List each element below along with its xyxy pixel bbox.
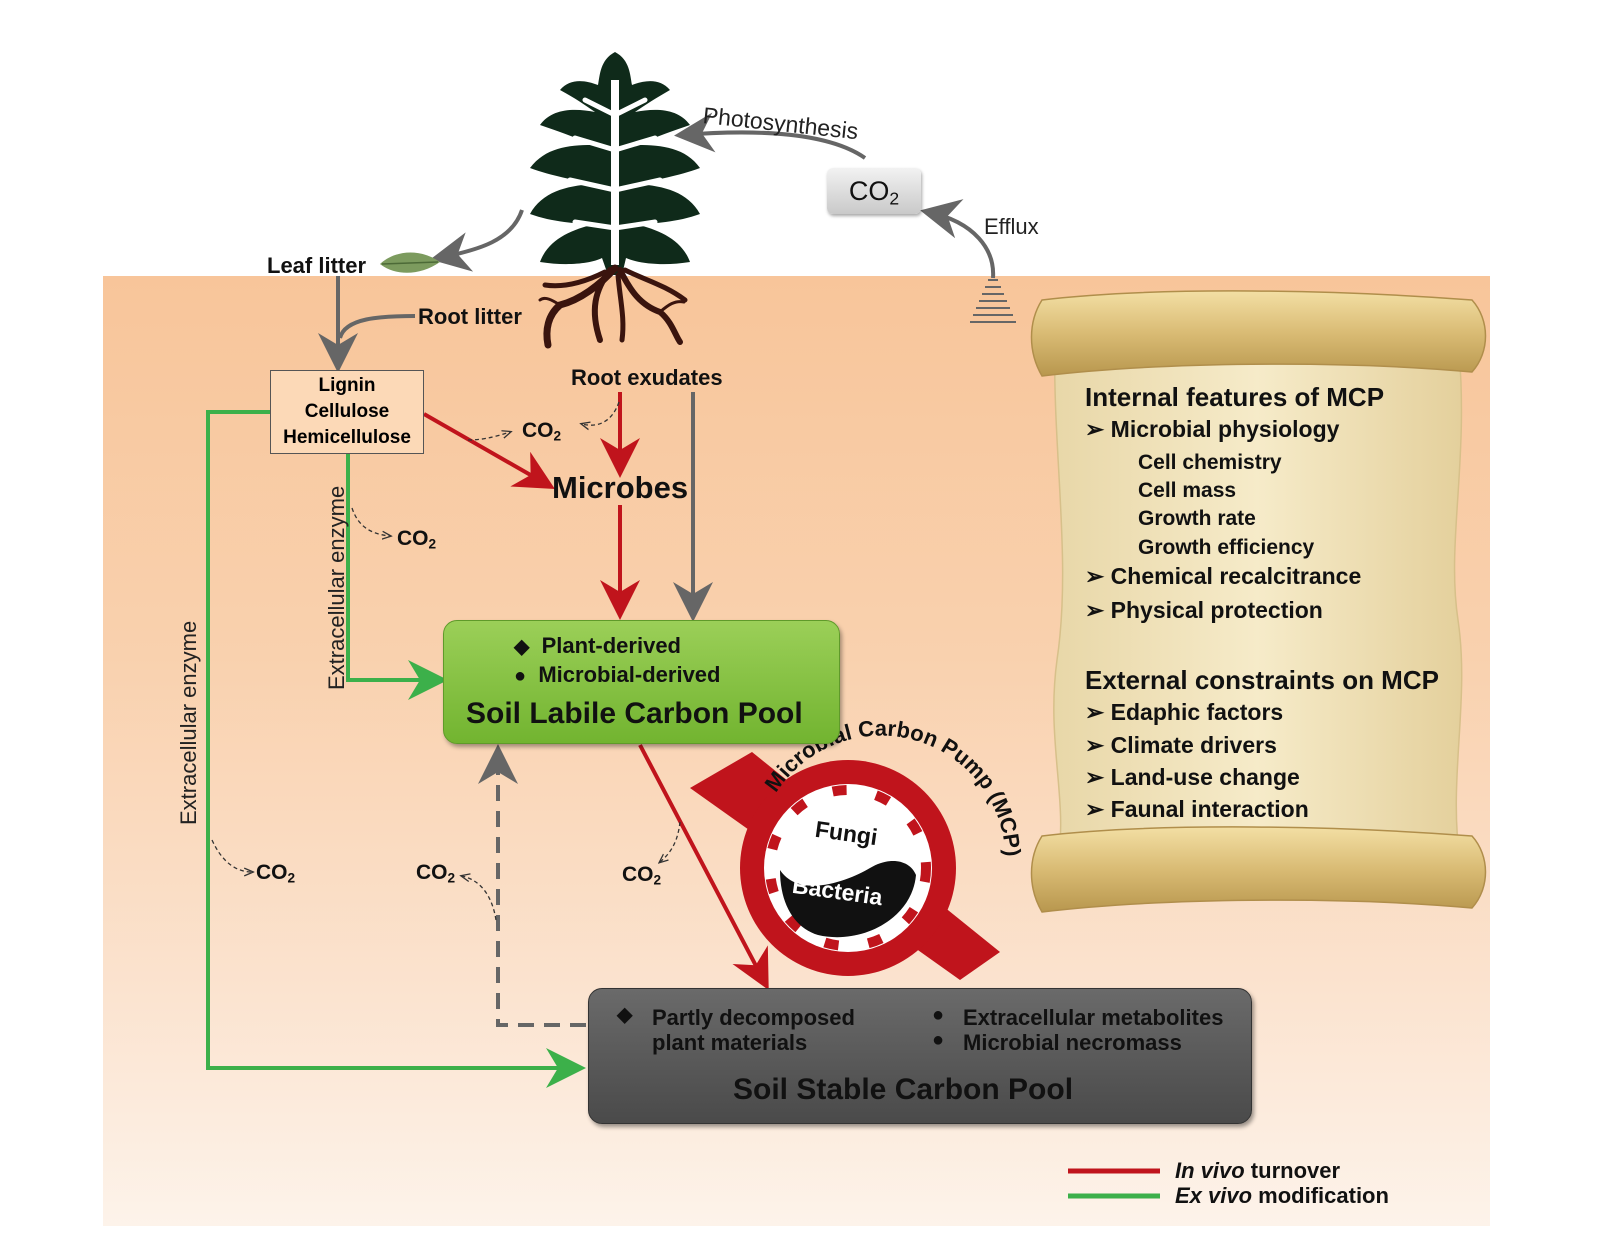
cell-chemistry-label: Cell chemistry (1138, 451, 1282, 474)
root-litter-label: Root litter (418, 304, 522, 329)
plant-derived-label: Plant-derived (541, 633, 681, 658)
cellulose-label: Cellulose (304, 401, 390, 422)
circle-icon: ● (514, 665, 527, 687)
co2-box-label: CO2 (848, 175, 900, 208)
root-exudates-label: Root exudates (571, 365, 723, 390)
lignin-label: Lignin (318, 375, 376, 396)
external-constraints-heading: External constraints on MCP (1085, 665, 1439, 695)
circle-icon: ● (932, 1004, 945, 1026)
arrow-bullet-icon: ➢ (1085, 732, 1105, 758)
climate-drivers-label: Climate drivers (1110, 732, 1277, 758)
co2-text: CO2 (397, 527, 437, 552)
microbial-necromass-label: Microbial necromass (963, 1030, 1182, 1055)
co2-label: CO2 (522, 419, 562, 444)
co2-text: CO2 (622, 863, 662, 888)
scroll-panel (1030, 290, 1487, 913)
soil-stable-carbon-pool: ◆ Partly decomposed plant materials ● Ex… (588, 988, 1252, 1124)
soil-labile-carbon-pool: ◆ Plant-derived ● Microbial-derived Soil… (443, 620, 840, 744)
diamond-icon: ◆ (514, 636, 530, 658)
cell-mass-label: Cell mass (1138, 479, 1237, 502)
co2-text: CO2 (522, 419, 562, 444)
scroll-item: ➢ Faunal interaction (1085, 798, 1309, 821)
edaphic-factors-label: Edaphic factors (1110, 699, 1284, 725)
tree-icon (530, 52, 700, 275)
in-vivo-rest: turnover (1244, 1158, 1341, 1183)
scroll-item: ➢ Physical protection (1085, 599, 1323, 622)
co2-label: CO2 (622, 863, 662, 888)
scroll-item: ➢ Edaphic factors (1085, 701, 1283, 724)
circle-icon: ● (932, 1029, 945, 1051)
co2-label: CO2 (256, 861, 296, 886)
efflux-source-icon (970, 279, 1016, 323)
land-use-change-label: Land-use change (1110, 764, 1300, 790)
hemicellulose-label: Hemicellulose (283, 427, 411, 448)
microbial-derived-label: Microbial-derived (538, 662, 721, 687)
arrow-bullet-icon: ➢ (1085, 597, 1105, 623)
arrow-bullet-icon: ➢ (1085, 563, 1105, 589)
leaf-litter-label: Leaf litter (267, 253, 367, 278)
co2-text: CO2 (416, 861, 456, 886)
atmospheric-co2-box: CO2 (827, 168, 921, 214)
arrow-bullet-icon: ➢ (1085, 764, 1105, 790)
microbial-physiology-label: Microbial physiology (1110, 416, 1340, 442)
plant-derived-item: ◆ Plant-derived (514, 633, 681, 658)
in-vivo-italic: In vivo (1175, 1158, 1245, 1183)
co2-text: CO2 (256, 861, 296, 886)
leaf-icon (380, 252, 440, 273)
microbial-derived-item: ● Microbial-derived (514, 662, 721, 687)
scroll-item: ➢ Chemical recalcitrance (1085, 565, 1361, 588)
arrow-bullet-icon: ➢ (1085, 699, 1105, 725)
chemical-recalcitrance-label: Chemical recalcitrance (1110, 563, 1362, 589)
scroll-item: ➢ Microbial physiology (1085, 418, 1339, 441)
ex-vivo-rest: modification (1252, 1183, 1389, 1208)
scroll-item: ➢ Land-use change (1085, 766, 1300, 789)
extracellular-metabolites-label: Extracellular metabolites (963, 1005, 1224, 1030)
labile-pool-title: Soil Labile Carbon Pool (466, 697, 803, 730)
faunal-interaction-label: Faunal interaction (1110, 796, 1309, 822)
growth-efficiency-label: Growth efficiency (1138, 536, 1315, 559)
mcp-pump-icon (690, 752, 1000, 980)
microbes-label: Microbes (552, 470, 689, 505)
diamond-icon: ◆ (617, 1004, 633, 1026)
arrow-bullet-icon: ➢ (1085, 796, 1105, 822)
co2-label: CO2 (416, 861, 456, 886)
extracellular-enzyme-label: Extracellular enzyme (324, 485, 349, 690)
arrow-bullet-icon: ➢ (1085, 416, 1105, 442)
efflux-label: Efflux (984, 214, 1039, 239)
ex-vivo-italic: Ex vivo (1175, 1183, 1253, 1208)
scroll-item: ➢ Climate drivers (1085, 734, 1277, 757)
legend-ex-vivo: Ex vivo modification (1175, 1185, 1389, 1207)
co2-label: CO2 (397, 527, 437, 552)
plant-materials-label: plant materials (652, 1030, 808, 1055)
legend-in-vivo: In vivo turnover (1175, 1160, 1340, 1182)
lignin-cellulose-box: Lignin Cellulose Hemicellulose (270, 370, 424, 454)
extracellular-enzyme-label: Extracellular enzyme (176, 620, 201, 825)
internal-features-heading: Internal features of MCP (1085, 382, 1385, 412)
physical-protection-label: Physical protection (1110, 597, 1323, 623)
partly-decomposed-label: Partly decomposed (652, 1005, 855, 1030)
growth-rate-label: Growth rate (1138, 507, 1256, 530)
stable-pool-title: Soil Stable Carbon Pool (733, 1073, 1074, 1106)
roots-icon (538, 264, 688, 349)
